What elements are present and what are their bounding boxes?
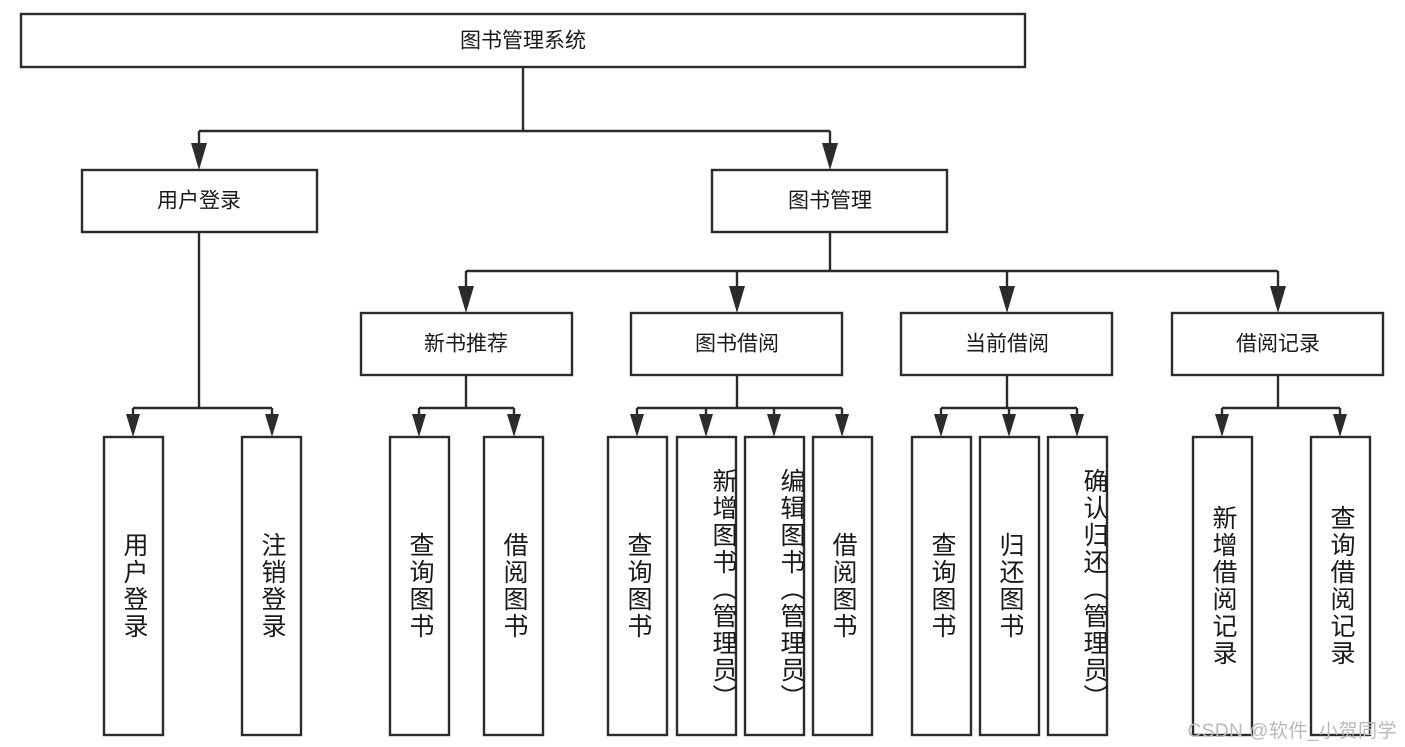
connector-group-book-manage xyxy=(458,232,1286,313)
arrow-head-bb-query xyxy=(630,414,644,437)
node-leaf-add-borrow-record[interactable] xyxy=(1191,435,1254,737)
arrow-head-br-query xyxy=(1333,414,1347,437)
node-borrow-record-label: 借阅记录 xyxy=(1236,333,1320,356)
connector-group-borrow-record xyxy=(1215,375,1347,437)
node-leaf-edit-book-admin[interactable] xyxy=(743,435,806,737)
arrow-head-cb-query xyxy=(934,414,948,437)
node-new-book-recommend-label: 新书推荐 xyxy=(424,333,508,356)
node-user-login[interactable] xyxy=(80,168,319,234)
csdn-watermark: CSDN @软件_小贺同学 xyxy=(1187,721,1397,742)
arrow-head-leaf-user-login xyxy=(126,414,140,437)
arrow-head-bb-edit xyxy=(767,414,781,437)
node-root-system[interactable] xyxy=(19,12,1027,69)
arrow-head-book-manage xyxy=(822,143,838,170)
arrow-head-cb-return xyxy=(1002,414,1016,437)
node-leaf-query-borrow-record[interactable] xyxy=(1309,435,1372,737)
arrow-head-new-book-rec xyxy=(458,286,474,313)
arrow-head-nbr-query xyxy=(412,414,426,437)
node-leaf-return-book[interactable] xyxy=(978,435,1041,737)
connector-group-new-book-rec xyxy=(412,375,521,437)
arrow-head-bb-add xyxy=(699,414,713,437)
node-current-borrow-label: 当前借阅 xyxy=(965,333,1049,356)
node-current-borrow[interactable] xyxy=(899,311,1114,377)
node-leaf-user-login[interactable] xyxy=(102,435,165,737)
node-book-manage-label: 图书管理 xyxy=(788,190,872,213)
node-leaf-query-book-2[interactable] xyxy=(606,435,669,737)
arrow-head-current-borrow xyxy=(999,286,1015,313)
node-leaf-borrow-book-2[interactable] xyxy=(811,435,874,737)
arrow-head-br-add xyxy=(1215,414,1229,437)
arrow-head-leaf-logout xyxy=(265,414,279,437)
node-leaf-logout[interactable] xyxy=(240,435,303,737)
arrow-head-user-login xyxy=(191,143,207,170)
arrow-head-book-borrow xyxy=(729,286,745,313)
node-leaf-confirm-return-admin[interactable] xyxy=(1046,435,1109,737)
node-leaf-borrow-book-1[interactable] xyxy=(482,435,545,737)
node-leaf-add-book-admin[interactable] xyxy=(675,435,738,737)
node-book-borrow-label: 图书借阅 xyxy=(695,333,779,356)
connector-group-book-borrow xyxy=(630,375,849,437)
node-book-borrow[interactable] xyxy=(629,311,844,377)
node-leaf-query-book-1[interactable] xyxy=(388,435,451,737)
arrow-head-borrow-record xyxy=(1270,286,1286,313)
arrow-head-nbr-borrow xyxy=(507,414,521,437)
connector-group-root xyxy=(191,67,838,170)
node-new-book-recommend[interactable] xyxy=(359,311,574,377)
connector-group-current-borrow xyxy=(934,375,1084,437)
node-borrow-record[interactable] xyxy=(1170,311,1385,377)
node-user-login-label: 用户登录 xyxy=(157,190,241,213)
arrow-head-bb-borrow xyxy=(835,414,849,437)
node-root-system-label: 图书管理系统 xyxy=(460,30,586,53)
node-book-manage[interactable] xyxy=(710,168,949,234)
connector-group-user-login xyxy=(126,232,279,437)
node-leaf-query-book-3[interactable] xyxy=(910,435,973,737)
arrow-head-cb-confirm xyxy=(1070,414,1084,437)
